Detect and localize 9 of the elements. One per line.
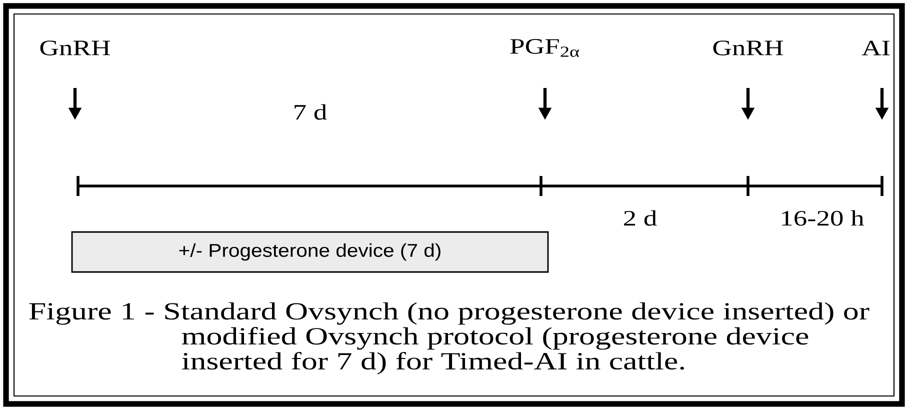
event-label: GnRH [40,40,110,56]
device-box: +/- Progesterone device (7 d) [71,231,549,273]
event-label: PGF$_{2α}$ [510,39,580,57]
duration-label: 7 d [294,104,327,120]
duration-label: 16-20 h [782,210,864,226]
duration-label: 2 d [624,210,657,226]
caption: Figure 1 - Standard Ovsynch (no progesterone device inserted) or modified Ovsynch protocol (progesterone device inserted for 7 d) for Timed-AI in cattle. [29,302,870,375]
event-label: AI [862,40,890,56]
event-label: GnRH [713,40,784,56]
